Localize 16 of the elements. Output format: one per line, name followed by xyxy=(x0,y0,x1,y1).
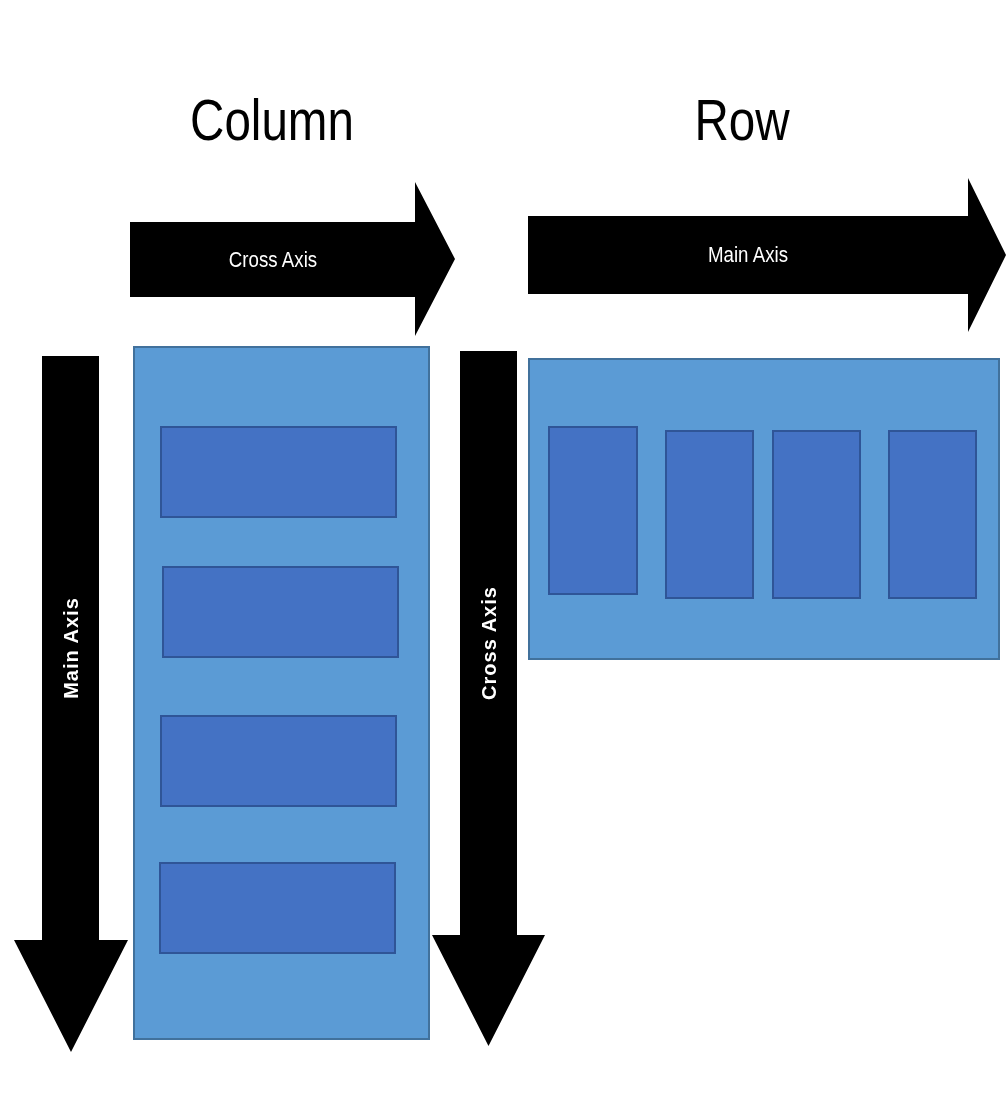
axis-label: Cross Axis xyxy=(477,586,500,700)
axis-label: Main Axis xyxy=(708,242,788,268)
heading: Row xyxy=(693,86,791,154)
flex-container xyxy=(133,346,430,1040)
flex-item xyxy=(772,430,861,599)
flex-item xyxy=(888,430,977,599)
axis-label: Main Axis xyxy=(59,597,82,699)
flex-item xyxy=(665,430,754,599)
axis-label: Cross Axis xyxy=(228,246,317,273)
flex-item xyxy=(548,426,638,595)
heading: Column xyxy=(189,86,355,154)
flex-item xyxy=(162,566,399,658)
flex-item xyxy=(160,426,397,518)
flex-container xyxy=(528,358,1000,660)
flex-item xyxy=(159,862,396,954)
flex-item xyxy=(160,715,397,807)
